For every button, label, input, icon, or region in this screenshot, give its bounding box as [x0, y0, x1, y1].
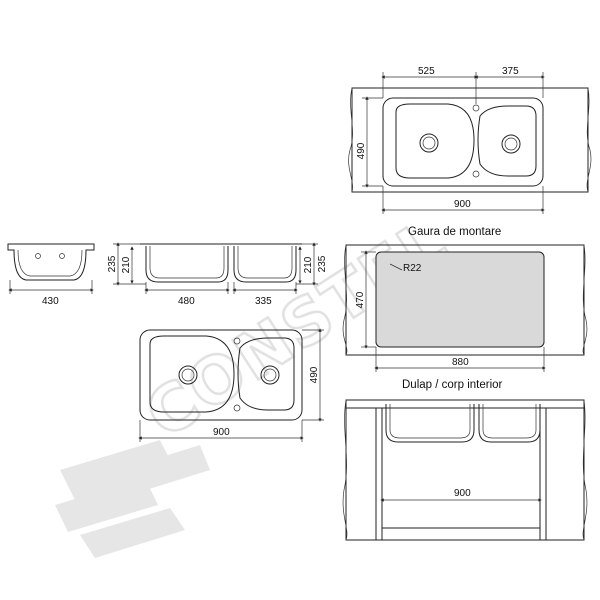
small-section-hole-icon: [59, 253, 65, 259]
cabinet-bowl-left: [385, 404, 475, 443]
watermark-logo-icon: [55, 440, 210, 558]
dim-right-bowl: 375: [502, 66, 519, 77]
right-drain-icon: [501, 134, 521, 154]
left-bowl: [395, 103, 475, 179]
dim-height-235-right: 235: [317, 255, 328, 272]
tap-hole-bottom-icon: [233, 337, 241, 345]
tap-hole-icon: [472, 104, 480, 112]
right-bowl-bottom: [237, 337, 295, 411]
right-bowl: [477, 105, 537, 177]
left-drain-bottom-icon: [178, 365, 198, 385]
cabinet-bowl-right: [478, 404, 541, 443]
cabinet-view: 900: [342, 399, 588, 541]
dim-height-235-left: 235: [107, 255, 118, 272]
overflow-icon: [472, 170, 480, 178]
right-drain-bottom-icon: [260, 365, 280, 385]
left-bowl-bottom: [149, 335, 235, 413]
dim-depth-490: 490: [356, 142, 367, 159]
sink-rim: [382, 97, 544, 187]
dim-small-width-430: 430: [42, 296, 59, 307]
overflow-bottom-icon: [233, 404, 241, 412]
dim-depth-210-right: 210: [303, 256, 314, 273]
dim-bowl-width-480: 480: [178, 296, 195, 307]
sink-rim-bottom: [139, 329, 303, 421]
cutout-title: Gaura de montare: [408, 226, 501, 238]
dim-width-880: 880: [452, 357, 469, 368]
plan-view-top-right: 525 375 490 900: [348, 66, 592, 214]
dim-width-900-top: 900: [454, 199, 471, 210]
cutout-view: R22 470 880: [342, 244, 588, 372]
cutout-area: [375, 251, 545, 348]
dim-left-bowl: 525: [418, 66, 435, 77]
countertop-break-right: [586, 87, 592, 193]
dim-depth-210-left: 210: [121, 256, 132, 273]
dim-depth-470: 470: [355, 291, 366, 308]
dim-radius: R22: [403, 263, 422, 274]
countertop-break-left: [348, 87, 353, 193]
countertop-outline: [351, 87, 589, 193]
dim-depth-490-bottom: 490: [309, 366, 320, 383]
cabinet-title: Dulap / corp interior: [402, 379, 503, 391]
dim-bowl-width-335: 335: [255, 296, 272, 307]
dim-width-900-bottom: 900: [213, 427, 230, 438]
dim-cabinet-width-900: 900: [454, 488, 471, 499]
small-section-hole-icon: [35, 253, 41, 259]
small-section-view: 430: [7, 243, 95, 307]
plan-view-bottom: 900 490: [138, 328, 324, 442]
double-section-view: 235 210 210 235 480 335: [107, 242, 328, 307]
left-drain-icon: [419, 133, 439, 153]
